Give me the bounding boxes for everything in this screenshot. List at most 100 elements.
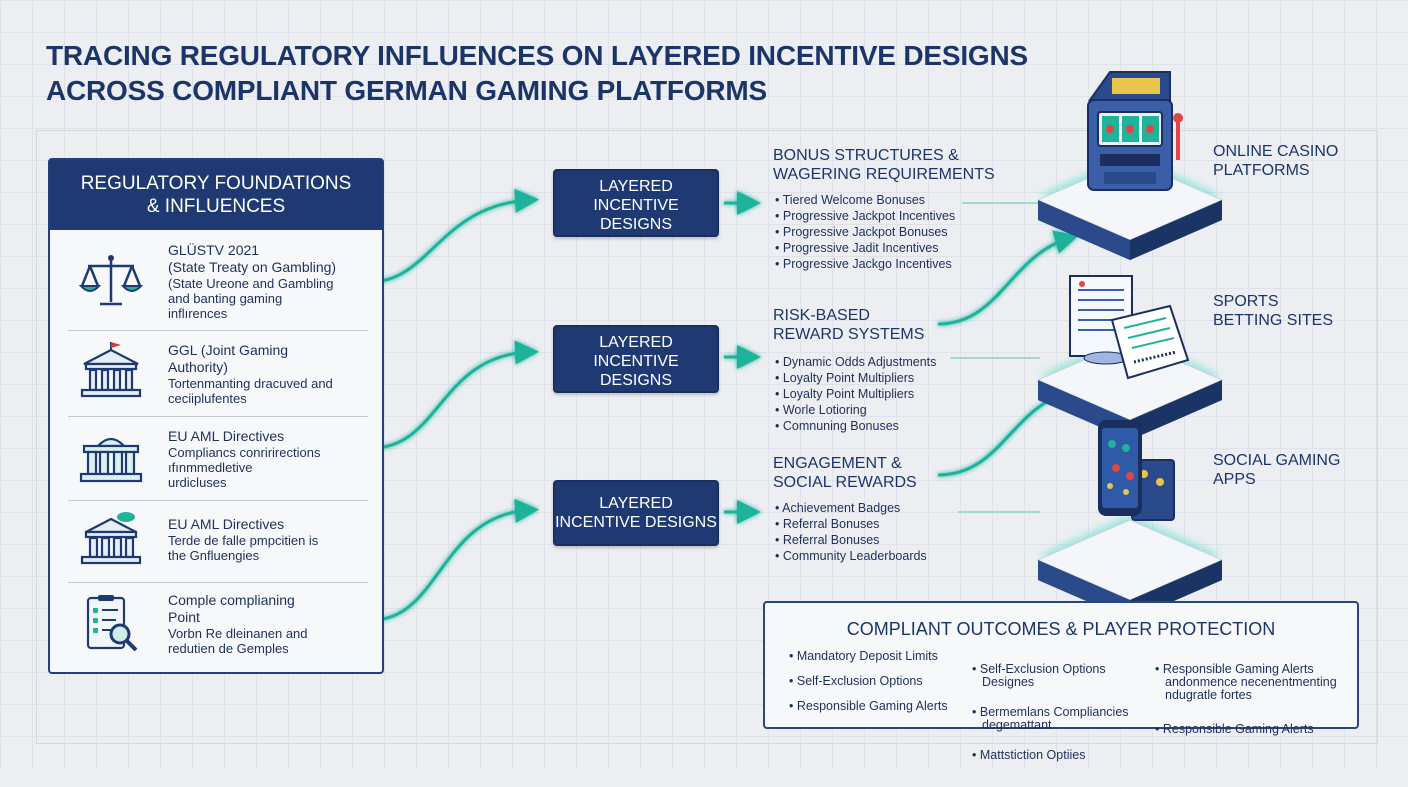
regulation-title: GLÜSTV 2021 xyxy=(168,242,260,258)
smartphone-game-icon xyxy=(1098,420,1175,521)
list-item: Referral Bonuses xyxy=(775,516,927,532)
regulation-subtitle: Point xyxy=(168,609,200,625)
category-title-bonus: BONUS STRUCTURES & WAGERING REQUIREMENTS xyxy=(773,146,995,184)
outcomes-column-2: Self-Exclusion Options Designes Bermemla… xyxy=(972,650,1129,787)
regulation-title: GGL (Joint Gaming xyxy=(168,342,289,358)
regulation-desc-1: Tortenmanting dracuved and xyxy=(168,376,333,391)
regulation-desc-2: the Gnfluengies xyxy=(168,548,260,563)
layered-line-3: DESIGNS xyxy=(599,216,672,233)
compliant-outcomes-panel: COMPLIANT OUTCOMES & PLAYER PROTECTION M… xyxy=(763,601,1359,762)
platform-label-line-1: SOCIAL GAMING xyxy=(1213,452,1341,469)
arrow-reg-to-layer-1 xyxy=(369,188,539,284)
eu-building-cloud-icon xyxy=(80,512,142,565)
outcome-item: Responsible Gaming Alerts andonmence nec… xyxy=(1155,663,1337,702)
list-item: Progressive Jackgo Incentives xyxy=(775,256,955,272)
category-list-risk: Dynamic Odds Adjustments Loyalty Point M… xyxy=(775,354,937,434)
connector-arrows xyxy=(369,188,1079,622)
list-item: Dynamic Odds Adjustments xyxy=(775,354,937,370)
layered-incentive-box-2: LAYERED INCENTIVE DESIGNS xyxy=(553,325,719,393)
category-title-line-2: SOCIAL REWARDS xyxy=(773,474,917,491)
category-title-line-2: WAGERING REQUIREMENTS xyxy=(773,166,995,183)
category-list-engagement: Achievement Badges Referral Bonuses Refe… xyxy=(775,500,927,564)
list-item: Community Leaderboards xyxy=(775,548,927,564)
title-line-1: TRACING REGULATORY INFLUENCES ON LAYERED… xyxy=(46,40,1028,71)
scales-icon xyxy=(78,255,144,306)
category-title-line-1: ENGAGEMENT & xyxy=(773,455,902,472)
outcome-item: Bermemlans Compliancies degemattant xyxy=(972,706,1129,732)
eu-building-icon xyxy=(79,437,143,483)
infographic: TRACING REGULATORY INFLUENCES ON LAYERED… xyxy=(0,0,1408,768)
regulation-desc-3: urdicluses xyxy=(168,475,227,490)
slot-machine-icon xyxy=(1087,71,1183,191)
checklist-magnifier-icon xyxy=(86,595,138,652)
regulation-item-eu-aml-2: EU AML Directives Terde de falle pmpciti… xyxy=(68,502,368,583)
regulation-subtitle: (State Treaty on Gambling) xyxy=(168,259,337,275)
arrow-reg-to-layer-2 xyxy=(371,340,539,450)
regulation-title: EU AML Directives xyxy=(168,516,285,532)
regulation-desc-1: Vorbn Re dleinanen and xyxy=(168,626,308,641)
layered-line-2: INCENTIVE xyxy=(593,197,679,214)
platform-label-line-2: PLATFORMS xyxy=(1213,162,1310,179)
regulation-desc-2: redutien de Gemples xyxy=(168,641,289,656)
layered-line-1: LAYERED xyxy=(599,178,673,195)
platform-label-casino: ONLINE CASINO PLATFORMS xyxy=(1213,142,1338,180)
outcome-item: Mandatory Deposit Limits xyxy=(789,650,948,663)
outcome-item: Responsible Gaming Alerts xyxy=(789,700,948,713)
regulation-desc-2: ıfınmmedletive xyxy=(168,460,253,475)
list-item: Comnuning Bonuses xyxy=(775,418,936,434)
arrow-reg-to-layer-3 xyxy=(371,498,539,622)
layered-line-3: DESIGNS xyxy=(599,372,672,389)
platform-label-social: SOCIAL GAMING APPS xyxy=(1213,451,1340,489)
page-title: TRACING REGULATORY INFLUENCES ON LAYERED… xyxy=(46,38,1028,108)
panel-header-line-2: & INFLUENCES xyxy=(146,196,286,217)
regulation-desc-3: inflırences xyxy=(168,306,228,321)
platform-label-line-2: APPS xyxy=(1213,471,1256,488)
grid-frame xyxy=(36,130,1378,744)
pedestal-social xyxy=(1036,515,1224,620)
category-list-bonus: Tiered Welcome Bonuses Progressive Jackp… xyxy=(775,192,956,272)
government-building-icon xyxy=(80,342,142,398)
layered-line-2: INCENTIVE DESIGNS xyxy=(555,514,717,531)
pedestal-casino xyxy=(1036,155,1224,260)
list-item: Loyalty Point Multipliers xyxy=(775,370,936,386)
regulation-desc-1: Terde de falle pmpcitien is xyxy=(168,533,319,548)
list-item: Worle Lotioring xyxy=(775,402,936,418)
regulatory-panel-header: REGULATORY FOUNDATIONS & INFLUENCES xyxy=(50,160,382,230)
arrow-cat-to-platform-1 xyxy=(937,230,1079,326)
layered-incentive-box-1: LAYERED INCENTIVE DESIGNS xyxy=(553,169,719,237)
list-item: Tiered Welcome Bonuses xyxy=(775,192,955,208)
regulation-desc-2: and banting gaming xyxy=(168,291,283,306)
title-line-2: ACROSS COMPLIANT GERMAN GAMING PLATFORMS xyxy=(46,75,768,106)
category-title-line-1: RISK-BASED xyxy=(773,307,870,324)
category-title-line-2: REWARD SYSTEMS xyxy=(773,326,925,343)
list-item: Progressive Jackpot Incentives xyxy=(775,208,955,224)
platform-label-line-1: ONLINE CASINO xyxy=(1213,143,1339,160)
list-item: Loyalty Point Multipliers xyxy=(775,386,936,402)
outcome-item: Responsible Gaming Alerts xyxy=(1155,723,1337,736)
category-title-line-1: BONUS STRUCTURES & xyxy=(773,147,959,164)
outcomes-title: COMPLIANT OUTCOMES & PLAYER PROTECTION xyxy=(846,619,1276,639)
platform-label-sports: SPORTS BETTING SITES xyxy=(1213,292,1333,330)
regulation-item-ggl: GGL (Joint Gaming Authority) Tortenmanti… xyxy=(68,332,368,417)
layered-incentive-box-3: LAYERED INCENTIVE DESIGNS xyxy=(553,480,719,546)
regulation-subtitle: Authority) xyxy=(168,359,228,375)
list-item: Progressive Jackpot Bonuses xyxy=(775,224,955,240)
regulatory-panel: REGULATORY FOUNDATIONS & INFLUENCES GLÜS… xyxy=(48,158,384,674)
regulation-item-compliance-point: Comple complianing Point Vorbn Re dleina… xyxy=(68,584,368,668)
regulation-title: Comple complianing xyxy=(168,592,295,608)
layered-line-1: LAYERED xyxy=(599,495,673,512)
category-title-risk: RISK-BASED REWARD SYSTEMS xyxy=(773,306,924,344)
layered-line-1: LAYERED xyxy=(599,334,673,351)
layered-line-2: INCENTIVE xyxy=(593,353,679,370)
list-item: Progressive Jadit Incentives xyxy=(775,240,955,256)
panel-header-line-1: REGULATORY FOUNDATIONS xyxy=(80,173,352,194)
outcome-item: Self-Exclusion Options xyxy=(789,675,948,688)
list-item: Achievement Badges xyxy=(775,500,927,516)
category-title-engagement: ENGAGEMENT & SOCIAL REWARDS xyxy=(773,454,917,492)
regulation-item-glustv: GLÜSTV 2021 (State Treaty on Gambling) (… xyxy=(68,238,368,331)
regulation-desc-2: ceciiplufentes xyxy=(168,391,247,406)
outcomes-column-1: Mandatory Deposit Limits Self-Exclusion … xyxy=(789,650,948,725)
platform-label-line-2: BETTING SITES xyxy=(1213,312,1334,329)
regulation-title: EU AML Directives xyxy=(168,428,285,444)
regulation-desc-1: (State Ureone and Gambling xyxy=(168,276,334,291)
